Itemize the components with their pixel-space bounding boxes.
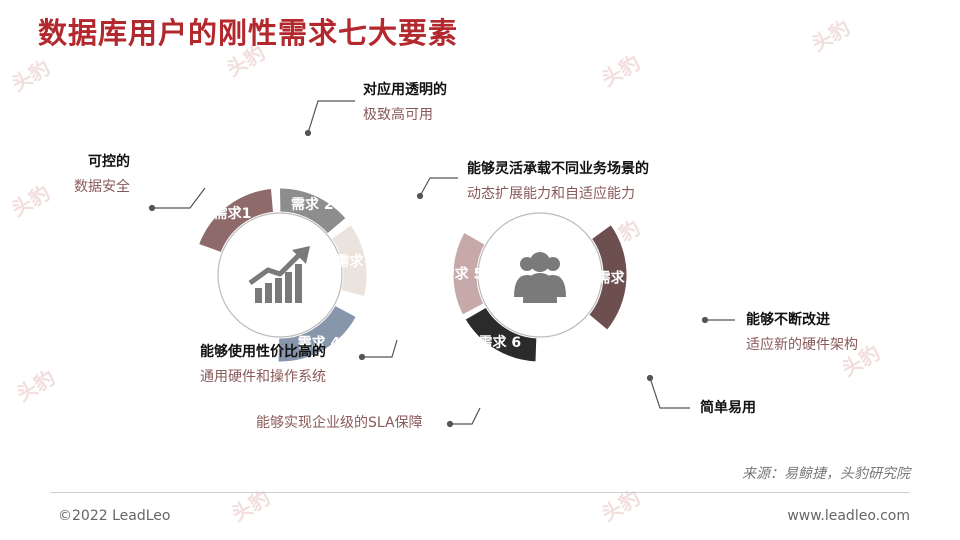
callout-6-line1: 简单易用: [700, 400, 756, 416]
segment-5-label: 需求 5: [441, 266, 484, 283]
connector-line-5: [450, 407, 481, 425]
callout-7: 能够不断改进 适应新的硬件架构: [746, 313, 858, 352]
callout-6: 简单易用: [700, 401, 756, 415]
connector-dot-2: [304, 129, 312, 137]
connector-line-6: [649, 377, 690, 409]
callout-2-line1: 对应用透明的: [363, 82, 447, 98]
segment-4-label: 需求 4: [298, 335, 341, 352]
footer-divider: [50, 492, 910, 493]
footer-website[interactable]: www.leadleo.com: [787, 508, 910, 524]
callout-4-line2: 通用硬件和操作系统: [200, 369, 326, 385]
connector-dot-7: [701, 316, 709, 324]
segment-7-label: 需求 7: [597, 270, 640, 287]
callout-5-line1: 能够实现企业级的SLA保障: [256, 415, 423, 431]
connector-dot-5: [446, 420, 454, 428]
page-title: 数据库用户的刚性需求七大要素: [38, 16, 459, 50]
growth-chart-icon: [248, 246, 310, 303]
segment-3-label: 需求 3: [335, 253, 378, 270]
segment-2-label: 需求 2: [291, 196, 334, 213]
callout-1-line1: 可控的: [88, 154, 130, 170]
callout-7-line1: 能够不断改进: [746, 312, 830, 328]
callout-2-line2: 极致高可用: [363, 107, 433, 123]
footer-copyright: ©2022 LeadLeo: [58, 508, 171, 524]
connector-dot-3: [416, 192, 424, 200]
callout-7-line2: 适应新的硬件架构: [746, 337, 858, 353]
callout-3-line1: 能够灵活承载不同业务场景的: [467, 161, 649, 177]
callout-4-line1: 能够使用性价比高的: [200, 344, 326, 360]
connector-dot-6: [646, 374, 654, 382]
connector-line-4: [362, 339, 398, 358]
segment-1-label: 需求1: [214, 205, 252, 222]
callout-1: 可控的 数据安全: [74, 155, 130, 194]
connector-dot-1: [148, 204, 156, 212]
callout-1-line2: 数据安全: [74, 179, 130, 195]
callout-3-line2: 动态扩展能力和自适应能力: [467, 186, 635, 202]
callout-4: 能够使用性价比高的 通用硬件和操作系统: [200, 345, 326, 384]
source-note: 来源：易鲸捷，头豹研究院: [742, 466, 910, 482]
segment-6-label: 需求 6: [479, 334, 522, 351]
callout-2: 对应用透明的 极致高可用: [363, 83, 447, 122]
connector-line-1: [152, 187, 206, 209]
callout-3: 能够灵活承载不同业务场景的 动态扩展能力和自适应能力: [467, 162, 649, 201]
connector-line-2: [307, 100, 355, 134]
user-group-icon: [514, 252, 566, 303]
connector-dot-4: [358, 353, 366, 361]
connector-line-3: [419, 177, 458, 197]
callout-5: 能够实现企业级的SLA保障: [256, 416, 423, 430]
